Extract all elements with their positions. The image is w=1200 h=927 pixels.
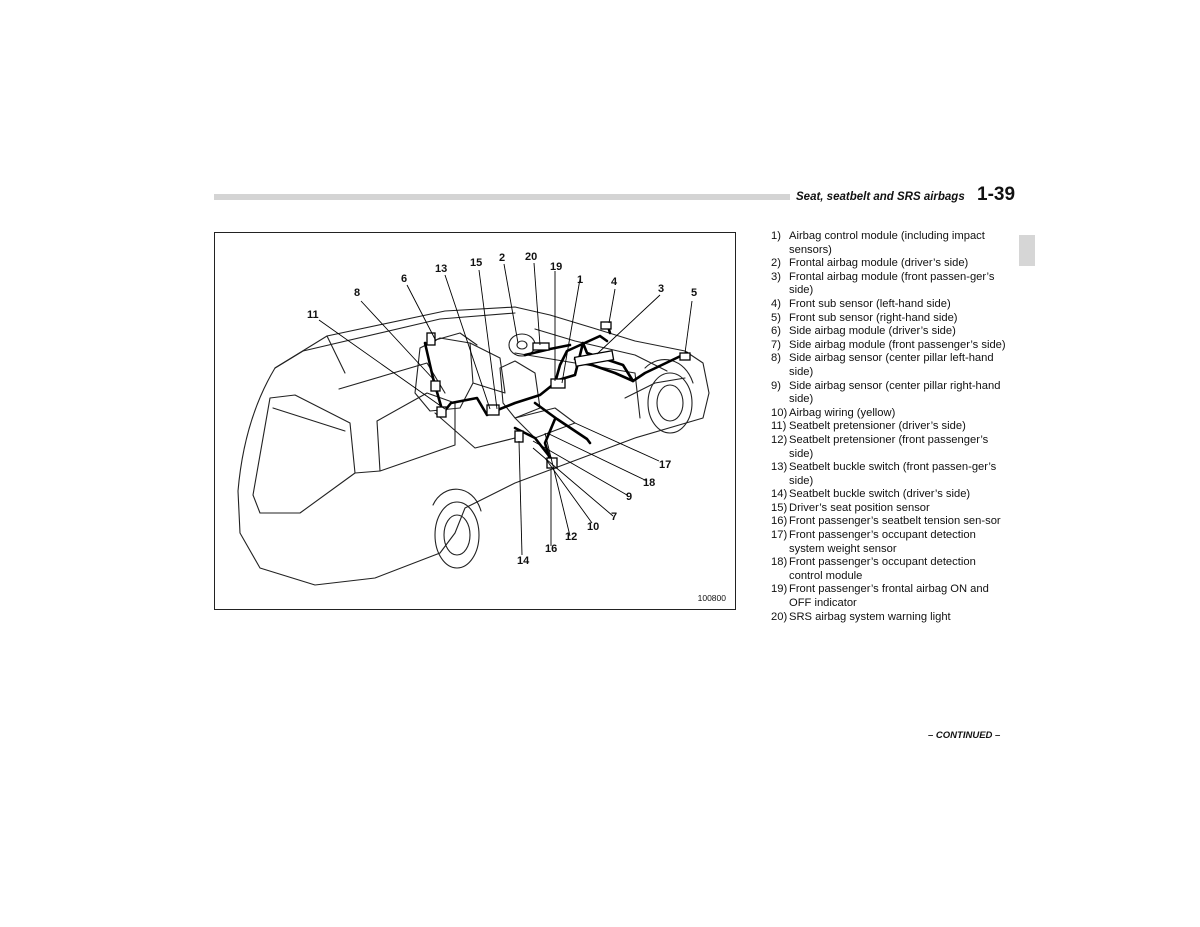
legend-number: 6) (771, 325, 781, 338)
legend-item: 3) Frontal airbag module (front passen-ge… (771, 271, 1011, 298)
legend-number: 9) (771, 379, 781, 392)
continued-note: – CONTINUED – (928, 730, 1001, 741)
callout-15: 15 (470, 257, 483, 269)
callout-12: 12 (565, 531, 578, 543)
legend-text: Front passenger’s seatbelt tension sen-s… (789, 515, 1001, 528)
legend-number: 1) (771, 230, 781, 242)
legend-text: Side airbag module (front passenger’s si… (789, 338, 1006, 351)
callout-9: 9 (626, 491, 633, 503)
page-number: 1-39 (977, 184, 1016, 205)
callout-3: 3 (658, 283, 665, 295)
legend-number: 10) (771, 406, 788, 419)
legend-text: Front passenger’s occupant detection sys… (789, 529, 976, 555)
legend-text: Side airbag sensor (center pillar right-… (789, 379, 1001, 406)
legend-text: Seatbelt buckle switch (driver’s side) (789, 488, 971, 501)
legend-text: Front sub sensor (right-hand side) (789, 311, 958, 324)
srs-component-diagram: 11 8 6 13 15 2 20 19 1 4 3 5 17 18 9 7 1… (214, 232, 736, 610)
legend-item: 10)Airbag wiring (yellow) (771, 407, 1011, 421)
legend-text: Frontal airbag module (front passen-ger’… (789, 270, 995, 297)
callout-18: 18 (643, 477, 656, 489)
header-rule (214, 194, 790, 200)
callout-16: 16 (545, 543, 558, 555)
legend-text: Front sub sensor (left-hand side) (789, 297, 951, 310)
legend-number: 11) (771, 420, 787, 433)
callout-13: 13 (435, 263, 448, 275)
legend-item: 16)Front passenger’s seatbelt tension se… (771, 515, 1011, 529)
legend-number: 15) (771, 501, 788, 514)
callout-2: 2 (499, 252, 506, 264)
callout-1: 1 (577, 274, 584, 286)
legend-item: 1) Airbag control module (including impac… (771, 230, 1011, 257)
thumb-index-tab (1019, 235, 1035, 266)
legend-item: 14)Seatbelt buckle switch (driver’s side… (771, 488, 1011, 502)
callout-7: 7 (611, 511, 618, 523)
legend-item: 2) Frontal airbag module (driver’s side) (771, 257, 1011, 271)
legend-item: 11)Seatbelt pretensioner (driver’s side) (771, 420, 1011, 434)
legend-number: 16) (771, 515, 788, 528)
callout-5: 5 (691, 287, 698, 299)
legend-item: 12)Seatbelt pretensioner (front passenge… (771, 434, 1011, 461)
callout-11: 11 (307, 309, 319, 321)
legend-number: 14) (771, 488, 788, 501)
legend-item: 7) Side airbag module (front passenger’s … (771, 339, 1011, 353)
legend-text: Driver’s seat position sensor (789, 501, 930, 514)
legend-item: 5) Front sub sensor (right-hand side) (771, 312, 1011, 326)
callout-8: 8 (354, 287, 361, 299)
legend-number: 18) (771, 556, 788, 569)
legend-number: 7) (771, 338, 781, 351)
section-title: Seat, seatbelt and SRS airbags (796, 191, 965, 203)
legend-text: Side airbag module (driver’s side) (789, 325, 956, 338)
legend-text: Seatbelt buckle switch (front passen-ger… (789, 461, 997, 487)
legend-number: 8) (771, 352, 781, 365)
legend-text: Front passenger’s frontal airbag ON and … (789, 583, 989, 610)
callout-20: 20 (525, 251, 538, 263)
legend-text: Seatbelt pretensioner (front passenger’s… (789, 433, 989, 460)
vehicle-illustration (237, 262, 710, 586)
legend-item: 18)Front passenger’s occupant detection … (771, 556, 1011, 583)
legend-number: 4) (771, 297, 781, 310)
legend-item: 20)SRS airbag system warning light (771, 611, 1011, 625)
callout-17: 17 (659, 459, 672, 471)
legend-number: 3) (771, 270, 781, 283)
legend-text: Airbag wiring (yellow) (789, 406, 896, 419)
callout-14: 14 (517, 555, 530, 567)
legend-item: 8) Side airbag sensor (center pillar left… (771, 352, 1011, 379)
legend-text: Frontal airbag module (driver’s side) (789, 257, 969, 270)
callout-19: 19 (550, 261, 563, 273)
legend-number: 5) (771, 311, 781, 324)
legend-number: 19) (771, 583, 788, 596)
legend-item: 13)Seatbelt buckle switch (front passen-… (771, 461, 1011, 488)
callout-10: 10 (587, 521, 600, 533)
legend-item: 6) Side airbag module (driver’s side) (771, 325, 1011, 339)
legend-item: 19)Front passenger’s frontal airbag ON a… (771, 583, 1011, 610)
legend-text: Side airbag sensor (center pillar left-h… (789, 352, 994, 378)
legend-number: 2) (771, 257, 781, 270)
legend-number: 13) (771, 461, 788, 474)
legend-item: 4) Front sub sensor (left-hand side) (771, 298, 1011, 312)
legend-text: SRS airbag system warning light (789, 610, 951, 623)
legend-number: 12) (771, 433, 788, 446)
callout-6: 6 (401, 273, 408, 285)
legend-number: 20) (771, 610, 788, 623)
legend-text: Seatbelt pretensioner (driver’s side) (789, 420, 966, 433)
callout-4: 4 (611, 276, 618, 288)
legend-text: Front passenger’s occupant detection con… (789, 556, 976, 582)
figure-id: 100800 (697, 593, 726, 603)
legend-text: Airbag control module (including impact … (789, 230, 985, 256)
legend-item: 9) Side airbag sensor (center pillar righ… (771, 380, 1011, 407)
legend-number: 17) (771, 529, 788, 542)
component-legend: 1) Airbag control module (including impac… (771, 230, 1011, 624)
legend-item: 17)Front passenger’s occupant detection … (771, 529, 1011, 556)
legend-item: 15)Driver’s seat position sensor (771, 502, 1011, 516)
